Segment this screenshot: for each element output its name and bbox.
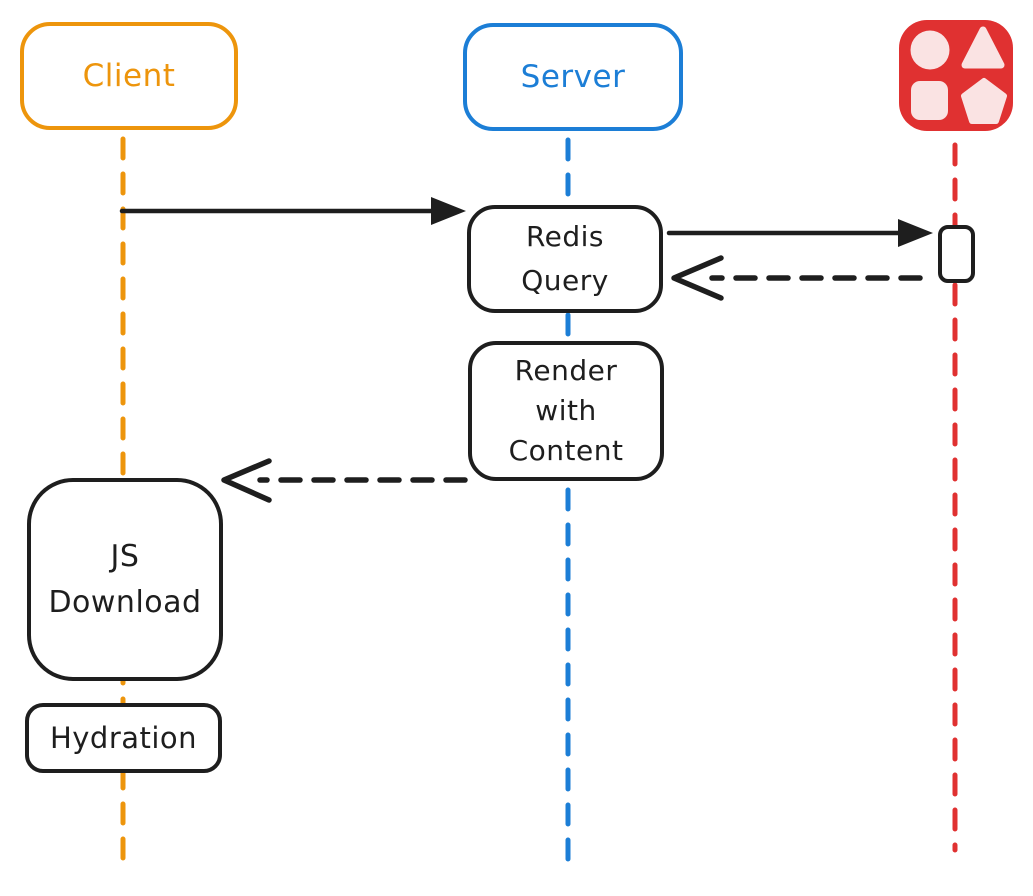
square-shape	[911, 81, 948, 120]
arrow-render-to-client-dashed	[221, 458, 468, 503]
circle-shape	[910, 30, 950, 70]
render-line-2: with	[535, 394, 597, 427]
node-redis-query: Redis Query	[467, 205, 663, 313]
arrow-redis-return-dashed	[671, 255, 923, 301]
js-download-line-2: Download	[48, 584, 202, 620]
actor-client: Client	[20, 22, 238, 130]
triangle-shape	[961, 26, 1005, 69]
arrow-redis-query-to-redis	[666, 219, 933, 247]
actor-redis	[899, 20, 1013, 131]
node-js-download: JS Download	[27, 478, 223, 681]
actor-server-label: Server	[520, 59, 626, 95]
actor-client-label: Client	[82, 58, 176, 94]
node-hydration: Hydration	[25, 703, 222, 773]
node-render-with-content: Render with Content	[468, 341, 664, 481]
shapes-icon	[899, 20, 1013, 131]
redis-activation-bar	[938, 225, 975, 283]
pentagon-shape	[961, 78, 1007, 124]
js-download-line-1: JS	[110, 538, 140, 574]
redis-query-line-2: Query	[521, 264, 609, 297]
arrow-client-to-redis-query	[119, 197, 466, 225]
redis-query-line-1: Redis	[525, 220, 605, 253]
hydration-label: Hydration	[49, 721, 198, 755]
render-line-3: Content	[508, 434, 624, 467]
render-line-1: Render	[514, 354, 618, 387]
actor-server: Server	[463, 23, 683, 131]
